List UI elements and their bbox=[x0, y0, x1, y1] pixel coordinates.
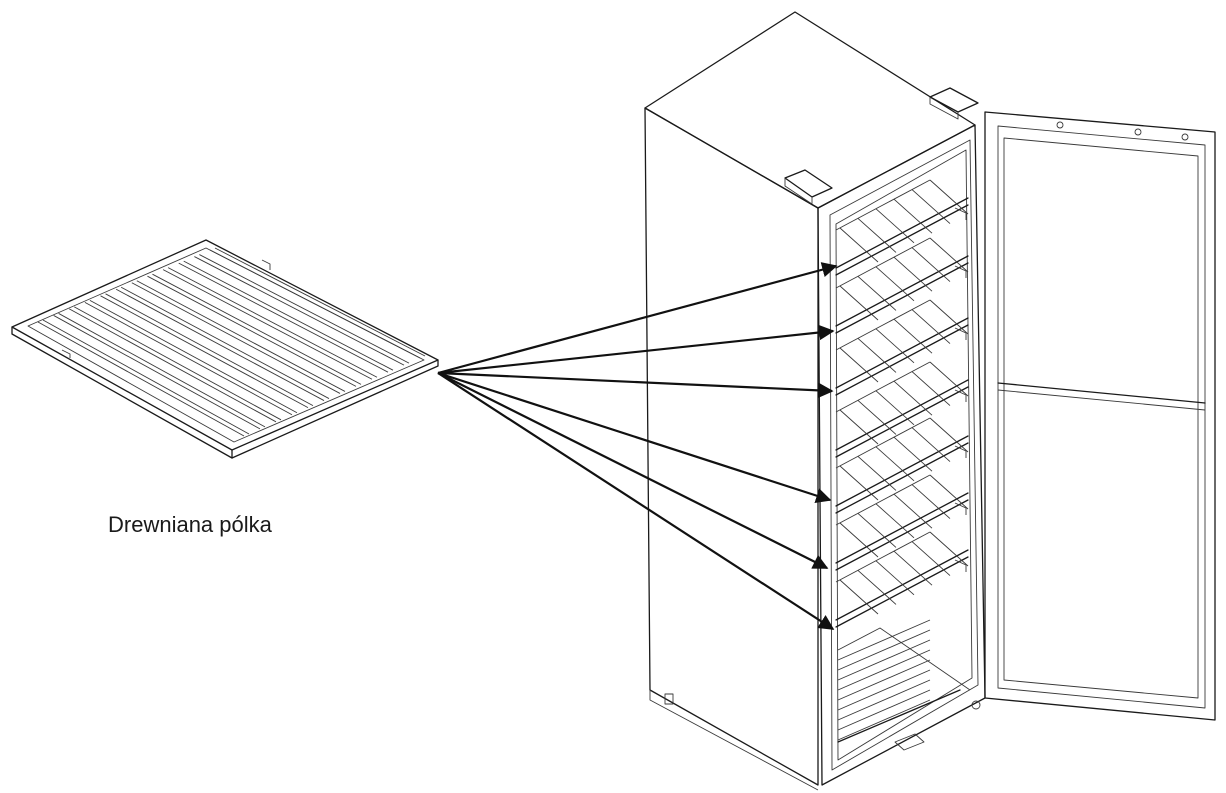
arrow-6 bbox=[437, 372, 835, 630]
arrow-3 bbox=[437, 371, 834, 399]
arrow-5 bbox=[437, 372, 829, 569]
arrow-1 bbox=[437, 262, 838, 375]
arrow-2 bbox=[437, 324, 835, 375]
shelf-label: Drewniana pólka bbox=[108, 512, 272, 537]
wooden-shelf bbox=[11, 239, 439, 459]
arrow-4 bbox=[437, 371, 832, 504]
wine-cabinet bbox=[644, 11, 986, 791]
glass-door bbox=[971, 111, 1216, 721]
arrow-group bbox=[437, 262, 838, 630]
